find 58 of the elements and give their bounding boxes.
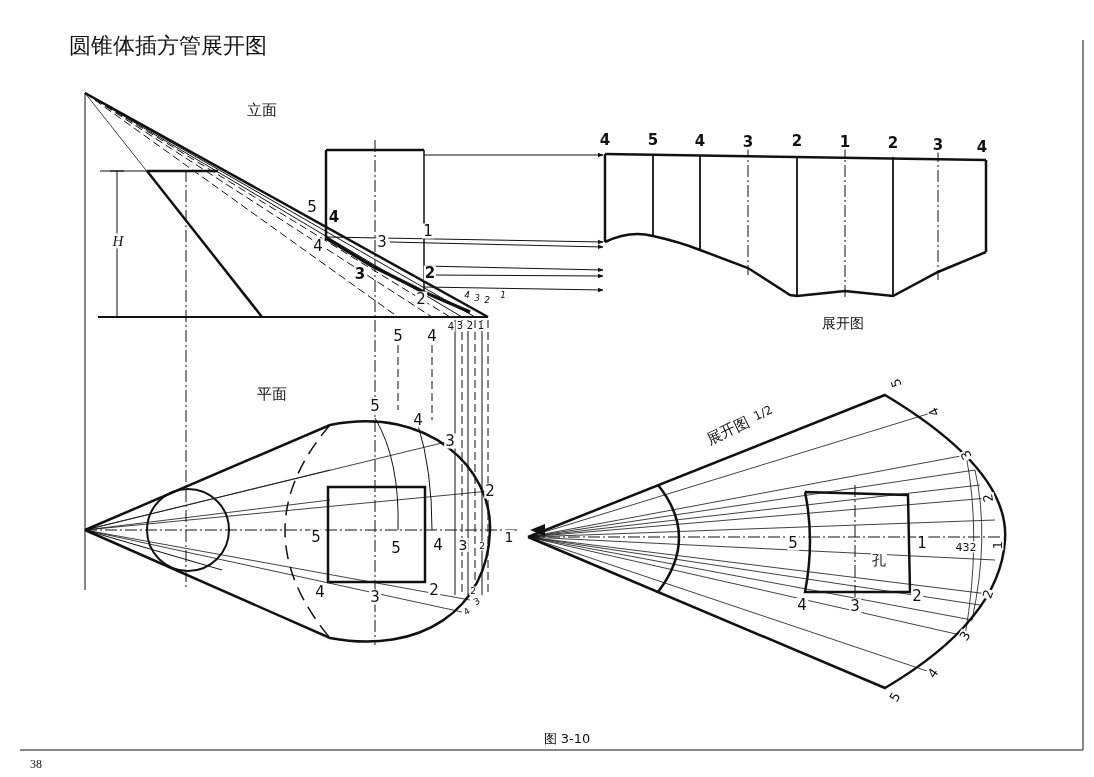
point-label: 1 [503, 530, 515, 544]
point-label: 5 [390, 540, 402, 556]
dimension-label: H [111, 233, 125, 249]
point-label: 1 [990, 539, 1004, 551]
point-label: 2 [483, 295, 491, 305]
point-label: 4 [975, 139, 989, 155]
point-label: 1 [476, 321, 486, 331]
point-label: 4 [796, 597, 808, 613]
point-label: 1 [499, 290, 507, 300]
point-label: 2 [886, 135, 900, 151]
point-label: 2 [484, 483, 496, 499]
point-label: 1 [838, 134, 852, 150]
diagram-title: 圆锥体插方管展开图 [68, 35, 268, 57]
point-label: 4 [412, 412, 424, 428]
point-label: 2 [911, 588, 923, 604]
view-label: 展开图 [821, 316, 865, 330]
point-label: 5 [646, 132, 660, 148]
hole-label: 孔 [871, 553, 887, 567]
point-label: 4 [312, 238, 324, 254]
point-label: 5 [787, 535, 799, 551]
point-label: 4 [314, 584, 326, 600]
point-label: 2 [428, 582, 440, 598]
point-label: 3 [369, 589, 381, 605]
point-label: 2 [415, 291, 427, 307]
point-label: 3 [457, 538, 469, 552]
point-label: 4 [327, 209, 341, 225]
point-label: 4 [426, 328, 438, 344]
point-label: 2 [790, 133, 804, 149]
point-label: 3 [849, 598, 861, 614]
point-label: 5 [306, 199, 318, 215]
point-label: 432 [954, 541, 978, 553]
point-label: 2 [469, 586, 477, 596]
point-label: 2 [423, 265, 437, 281]
point-label: 1 [916, 535, 928, 551]
point-label: 3 [455, 321, 465, 331]
page-number: 38 [29, 758, 43, 770]
point-label: 3 [376, 234, 388, 250]
point-label: 3 [353, 266, 367, 282]
point-label: 4 [598, 132, 612, 148]
point-label: 2 [465, 321, 475, 331]
point-label: 4 [446, 322, 456, 332]
point-label: 5 [369, 398, 381, 414]
point-label: 5 [310, 529, 322, 545]
point-label: 2 [478, 541, 486, 551]
point-label: 4 [693, 133, 707, 149]
figure-caption: 图 3-10 [542, 731, 592, 745]
point-label: 5 [392, 328, 404, 344]
point-label: 3 [471, 596, 483, 608]
point-label: 2 [980, 586, 996, 602]
point-label: 3 [931, 137, 945, 153]
view-label: 立面 [246, 102, 278, 118]
point-label: 4 [432, 537, 444, 553]
point-label: 3 [444, 433, 456, 449]
point-label: 1 [422, 223, 434, 239]
point-label: 3 [741, 134, 755, 150]
point-label: 3 [473, 293, 481, 303]
view-label: 平面 [256, 386, 288, 402]
point-label: 4 [463, 290, 471, 300]
